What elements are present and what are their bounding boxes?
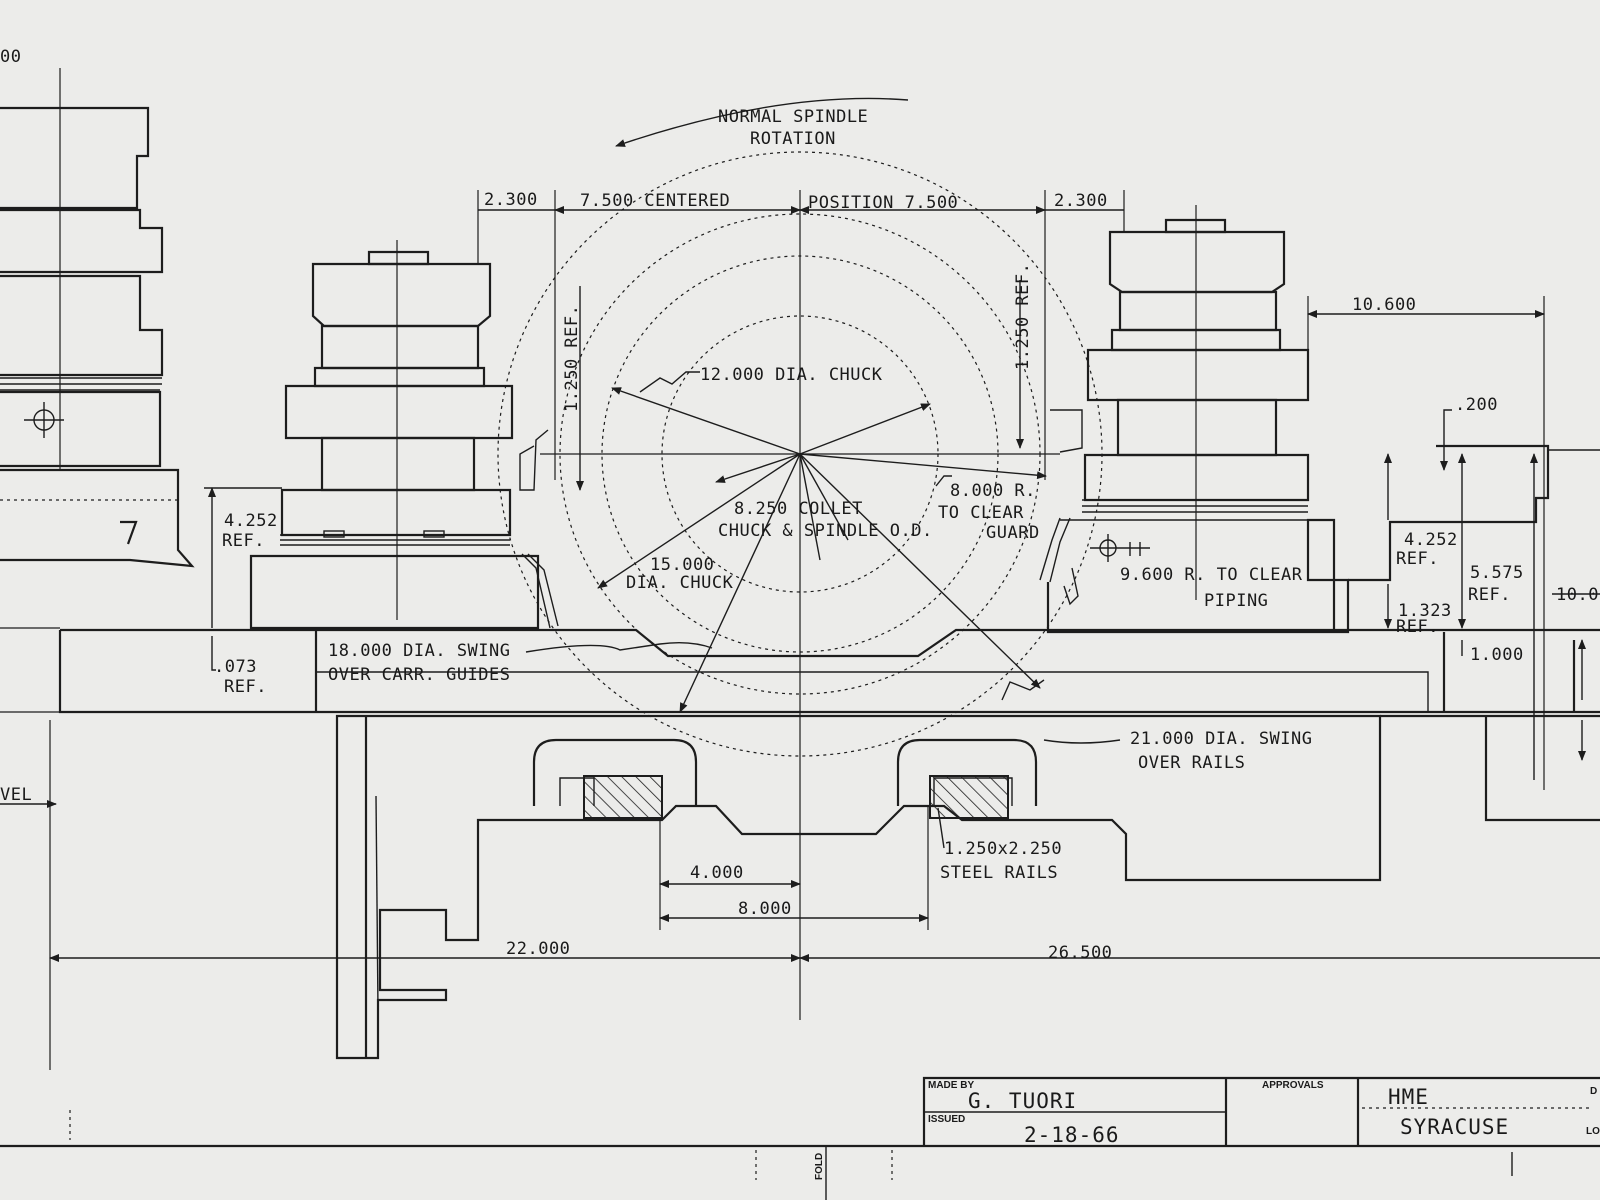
right-dimensions: 10.600 .200 4.252 REF. 5.575 REF. 1.323 … bbox=[1307, 295, 1600, 790]
rotation-label-2: ROTATION bbox=[750, 129, 836, 149]
dim-left-073: .073 bbox=[214, 657, 257, 677]
dim-left-4252-ref: REF. bbox=[222, 531, 265, 551]
dim-8000: 8.000 bbox=[738, 899, 792, 919]
issued-label: ISSUED bbox=[928, 1114, 965, 1125]
note-rails-1: 1.250x2.250 bbox=[944, 839, 1062, 859]
note-chuck15-1: 15.000 bbox=[650, 555, 714, 575]
edge-d: D bbox=[1590, 1086, 1597, 1097]
radial-leaders bbox=[525, 371, 1121, 849]
dim-left-073-ref: REF. bbox=[224, 677, 267, 697]
edge-lo: LO bbox=[1586, 1126, 1600, 1137]
centerlines bbox=[540, 190, 1060, 1020]
note-piping-1: 9.600 R. TO CLEAR bbox=[1120, 565, 1303, 585]
dim-right-4252: 4.252 bbox=[1404, 530, 1458, 550]
dim-right-width: 10.600 bbox=[1352, 295, 1416, 315]
issued-value: 2-18-66 bbox=[1024, 1123, 1120, 1147]
note-chuck-12: 12.000 DIA. CHUCK bbox=[700, 365, 883, 385]
sheet-border: FOLD bbox=[0, 1110, 1600, 1200]
left-tool-post bbox=[249, 240, 559, 630]
dim-left-4252: 4.252 bbox=[224, 511, 278, 531]
right-tool-post bbox=[1039, 205, 1350, 634]
company-line1: HME bbox=[1388, 1085, 1429, 1109]
left-partial-assembly bbox=[0, 68, 195, 568]
dim-right-1323: 1.323 bbox=[1398, 601, 1452, 621]
note-swing18-2: OVER CARR. GUIDES bbox=[328, 665, 511, 685]
made-by-value: G. TUORI bbox=[968, 1089, 1077, 1113]
callout-notes: 12.000 DIA. CHUCK 8.250 COLLET CHUCK & S… bbox=[328, 365, 1313, 883]
dim-26500: 26.500 bbox=[1048, 943, 1112, 963]
corner-fragment: 00 bbox=[0, 47, 21, 67]
note-guard-2: TO CLEAR bbox=[938, 503, 1024, 523]
swing-circles bbox=[497, 151, 1103, 757]
dim-right-position: POSITION 7.500 bbox=[808, 193, 958, 213]
note-collet-1: 8.250 COLLET bbox=[734, 499, 863, 519]
dim-right-1000: 1.000 bbox=[1470, 645, 1524, 665]
dim-left-centered: 7.500 CENTERED bbox=[580, 191, 730, 211]
fold-label: FOLD bbox=[814, 1153, 825, 1180]
dim-4000: 4.000 bbox=[690, 863, 744, 883]
note-chuck15-2: DIA. CHUCK bbox=[626, 573, 734, 593]
note-swing21-1: 21.000 DIA. SWING bbox=[1130, 729, 1313, 749]
note-piping-2: PIPING bbox=[1204, 591, 1268, 611]
dim-right-1250-ref: 1.250 REF. bbox=[1013, 263, 1033, 370]
dim-left-1250-ref: 1.250 REF. bbox=[562, 305, 582, 412]
note-guard-1: 8.000 R. bbox=[950, 481, 1036, 501]
carriage-body bbox=[0, 627, 1600, 1060]
dim-right-1323-ref: REF. bbox=[1396, 617, 1439, 637]
vertical-ref-dims: 1.250 REF. 1.250 REF. bbox=[519, 263, 1083, 491]
dim-right-offset: 2.300 bbox=[1054, 191, 1108, 211]
dim-right-4252-ref: REF. bbox=[1396, 549, 1439, 569]
rotation-label-1: NORMAL SPINDLE bbox=[718, 107, 868, 127]
note-rails-2: STEEL RAILS bbox=[940, 863, 1058, 883]
note-collet-2: CHUCK & SPINDLE O.D. bbox=[718, 521, 933, 541]
dim-right-5575-ref: REF. bbox=[1468, 585, 1511, 605]
bottom-dimensions: 4.000 8.000 22.000 26.500 bbox=[49, 720, 1600, 1070]
dim-22000: 22.000 bbox=[506, 939, 570, 959]
edge-right-fragment: 10.0 bbox=[1556, 585, 1599, 605]
note-guard-3: GUARD bbox=[986, 523, 1040, 543]
made-by-label: MADE BY bbox=[928, 1080, 974, 1091]
title-block: MADE BY G. TUORI ISSUED 2-18-66 APPROVAL… bbox=[922, 1076, 1600, 1176]
top-dimensions: 2.300 7.500 CENTERED POSITION 7.500 2.30… bbox=[477, 190, 1125, 480]
rotation-arrow: NORMAL SPINDLE ROTATION bbox=[615, 97, 909, 149]
dim-left-offset: 2.300 bbox=[484, 190, 538, 210]
dim-200: .200 bbox=[1455, 395, 1498, 415]
left-dimensions: 4.252 REF. .073 REF. VEL 00 bbox=[0, 47, 282, 808]
note-swing18-1: 18.000 DIA. SWING bbox=[328, 641, 511, 661]
company-line2: SYRACUSE bbox=[1400, 1115, 1509, 1139]
approvals-label: APPROVALS bbox=[1262, 1080, 1324, 1091]
note-swing21-2: OVER RAILS bbox=[1138, 753, 1245, 773]
dim-right-5575: 5.575 bbox=[1470, 563, 1524, 583]
edge-left-fragment: VEL bbox=[0, 785, 32, 805]
